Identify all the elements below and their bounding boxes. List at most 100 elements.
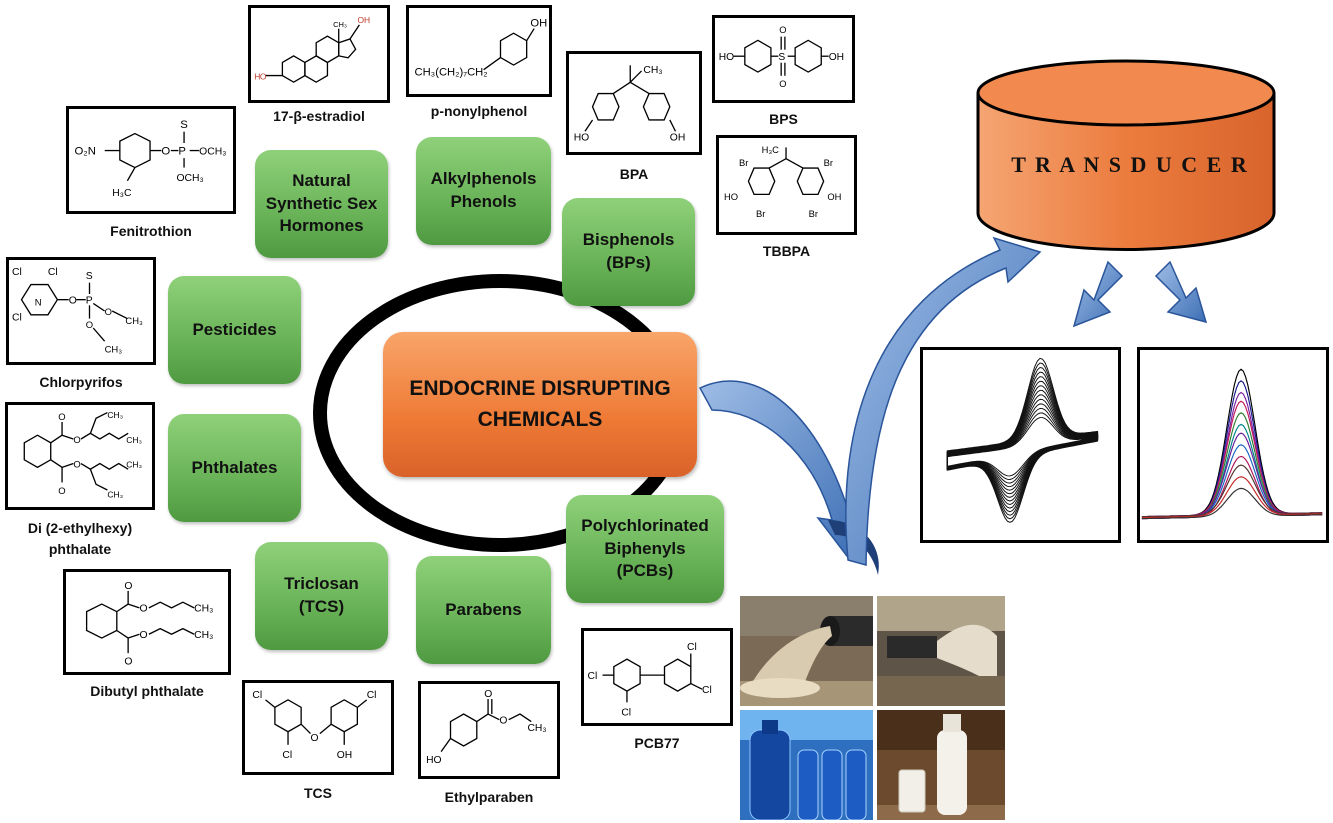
category-triclosan: Triclosan (TCS) <box>255 542 388 650</box>
category-parabens-line1: Parabens <box>445 599 522 619</box>
transducer-label: T R A N S D U C E R <box>1011 152 1249 177</box>
svg-text:OH: OH <box>337 750 352 761</box>
svg-text:O: O <box>260 71 267 81</box>
dpv-curve <box>1141 464 1323 518</box>
svg-text:O: O <box>124 656 132 667</box>
category-pcbs-line1: Polychlorinated <box>581 515 709 535</box>
category-alkylphenols-line1: Alkylphenols <box>430 169 537 189</box>
bpa-structure: CH₃ HO OH <box>566 51 702 155</box>
tbbpa-structure: H₃C Br Br HO OH Br Br <box>716 135 857 235</box>
dpv-curve <box>1141 455 1323 520</box>
svg-text:Cl: Cl <box>12 267 22 278</box>
category-triclosan-line2: (TCS) <box>298 597 345 616</box>
svg-text:S: S <box>778 52 785 63</box>
category-triclosan-line1: Triclosan <box>284 574 359 594</box>
dpv-curve <box>1141 423 1323 520</box>
svg-text:H: H <box>254 71 260 81</box>
center-label-line2: CHEMICALS <box>477 407 603 431</box>
center-label-line1: ENDOCRINE DISRUPTING <box>409 377 671 401</box>
category-hormones-line2: Synthetic Sex <box>265 193 378 213</box>
svg-text:O: O <box>73 459 80 470</box>
svg-text:CH₃: CH₃ <box>107 410 123 420</box>
category-alkylphenols-line2: Phenols <box>450 192 517 211</box>
svg-text:O: O <box>311 733 319 744</box>
svg-text:HO: HO <box>574 133 590 144</box>
estradiol-structure: H O CH₃ OH <box>248 5 390 103</box>
svg-text:S: S <box>86 271 93 282</box>
cv-curve <box>946 357 1099 523</box>
svg-text:Cl: Cl <box>367 690 377 701</box>
svg-text:CH₃: CH₃ <box>126 435 142 445</box>
svg-text:O: O <box>779 25 786 35</box>
svg-text:O: O <box>484 689 492 700</box>
svg-text:OH: OH <box>827 191 841 202</box>
svg-text:OCH₃: OCH₃ <box>199 146 226 157</box>
dpv-curve <box>1141 487 1323 520</box>
dbp-label: Dibutyl phthalate <box>90 683 204 699</box>
svg-text:Br: Br <box>809 208 818 219</box>
svg-text:Br: Br <box>739 157 748 168</box>
category-pcbs-line2: Biphenyls <box>604 538 686 558</box>
dpv-curve <box>1141 391 1323 520</box>
chlorpyrifos-label: Chlorpyrifos <box>39 374 123 390</box>
svg-text:Cl: Cl <box>621 707 631 718</box>
svg-text:HO: HO <box>426 755 441 766</box>
svg-text:O: O <box>499 715 507 726</box>
svg-text:HO: HO <box>719 52 734 63</box>
transducer-cylinder <box>976 59 1276 251</box>
wastewater-discharge-photo <box>877 596 1005 706</box>
fenitrothion-structure: O₂N O P S OCH₃ OCH₃ H₃C <box>66 106 236 214</box>
bps-structure: S O O HO OH <box>712 15 855 103</box>
svg-text:CH₃: CH₃ <box>105 345 123 356</box>
curl-arrow <box>828 520 879 575</box>
svg-text:O: O <box>139 604 147 615</box>
svg-text:Cl: Cl <box>12 312 22 323</box>
svg-text:O: O <box>779 79 786 89</box>
category-parabens: Parabens <box>416 556 551 664</box>
category-bisphenols: Bisphenols (BPs) <box>562 198 695 306</box>
svg-text:CH₃: CH₃ <box>643 65 662 76</box>
category-alkylphenols: Alkylphenols Phenols <box>416 137 551 245</box>
ethylparaben-label: Ethylparaben <box>444 789 534 805</box>
category-bisphenols-line2: (BPs) <box>606 253 651 272</box>
svg-text:CH₃: CH₃ <box>527 723 546 734</box>
tbbpa-label: TBBPA <box>762 243 811 259</box>
bps-label: BPS <box>769 111 798 127</box>
ethylparaben-structure: O O CH₃ HO <box>418 681 560 779</box>
svg-text:OH: OH <box>829 52 844 63</box>
svg-text:HO: HO <box>724 191 738 202</box>
milk-bottles-photo <box>877 710 1005 820</box>
dehp-label: Di (2-ethylhexy) phthalate <box>5 518 155 560</box>
svg-text:O: O <box>161 145 170 157</box>
svg-text:O: O <box>58 486 65 497</box>
down-arrow-right <box>1154 260 1208 324</box>
svg-text:O: O <box>124 581 132 592</box>
svg-text:CH₃: CH₃ <box>125 316 143 327</box>
svg-text:O: O <box>58 412 65 423</box>
nonylphenol-structure: CH₃(CH₂)₇CH₂ OH <box>406 5 552 97</box>
category-bisphenols-line1: Bisphenols <box>582 230 675 250</box>
svg-text:P: P <box>178 145 186 157</box>
svg-text:Cl: Cl <box>588 671 598 682</box>
bpa-label: BPA <box>619 166 649 182</box>
svg-text:P: P <box>86 295 93 306</box>
svg-text:OCH₃: OCH₃ <box>177 173 204 184</box>
pcb77-label: PCB77 <box>634 735 680 751</box>
category-hormones-line3: Hormones <box>279 216 364 236</box>
svg-text:OH: OH <box>670 133 686 144</box>
svg-text:H₃C: H₃C <box>112 188 132 199</box>
water-bottles-photo <box>740 710 873 820</box>
svg-text:O: O <box>139 630 147 641</box>
svg-text:OH: OH <box>530 18 547 30</box>
dpv-curve <box>1141 412 1323 519</box>
chlorpyrifos-structure: Cl Cl Cl N O P S O O CH₃ CH₃ <box>6 257 156 365</box>
svg-text:CH₃: CH₃ <box>194 630 213 641</box>
category-pcbs-line3: (PCBs) <box>616 561 674 581</box>
svg-text:Br: Br <box>756 208 765 219</box>
tcs-structure: O Cl Cl Cl OH <box>242 680 394 775</box>
dehp-label-line1: Di (2-ethylhexy) <box>27 520 133 536</box>
svg-text:O: O <box>105 307 112 318</box>
endocrine-disrupting-chemicals-box: ENDOCRINE DISRUPTING CHEMICALS <box>383 332 697 477</box>
down-arrow-left <box>1072 260 1124 328</box>
svg-text:Cl: Cl <box>252 690 262 701</box>
